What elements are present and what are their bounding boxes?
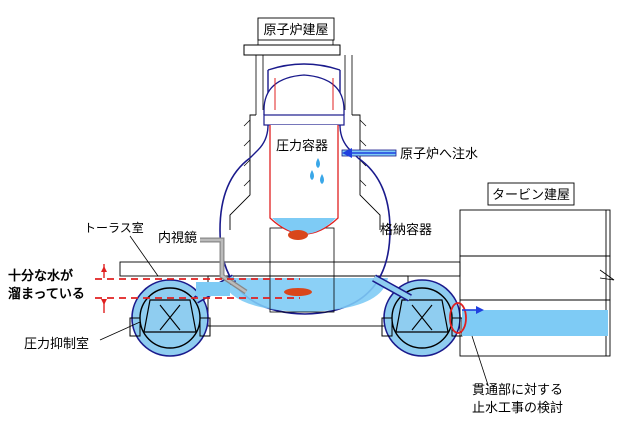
pressure-vessel xyxy=(263,74,345,296)
label-turbine-building-box: タービン建屋 xyxy=(487,182,575,206)
label-containment-vessel: 格納容器 xyxy=(380,222,432,238)
label-water-level-line1: 十分な水が xyxy=(8,268,73,284)
label-torus-room: トーラス室 xyxy=(84,220,144,235)
label-penetration-line2: 止水工事の検討 xyxy=(472,400,563,416)
label-penetration-line1: 貫通部に対する xyxy=(472,383,563,398)
borescope-tube xyxy=(200,237,248,295)
label-reactor-building: 原子炉建屋 xyxy=(263,23,328,38)
label-turbine-building: タービン建屋 xyxy=(492,188,570,203)
level-arrows xyxy=(101,264,107,313)
water-drop-icon xyxy=(310,158,324,184)
flow-arrow-icon xyxy=(476,306,484,314)
leader-lines xyxy=(99,235,489,386)
water-injection-arrow xyxy=(341,148,397,158)
water-level-lines xyxy=(95,278,300,299)
label-water-level-line2: 溜まっている xyxy=(8,286,85,302)
label-reactor-building-box: 原子炉建屋 xyxy=(257,17,335,41)
label-pressure-vessel: 圧力容器 xyxy=(276,138,328,154)
label-borescope: 内視鏡 xyxy=(158,230,197,246)
torus-room-water xyxy=(196,282,230,296)
turbine-building xyxy=(459,209,615,357)
suppression-chamber-left xyxy=(129,279,211,357)
label-suppression-chamber: 圧力抑制室 xyxy=(24,336,89,352)
penetration-marker xyxy=(449,302,484,334)
reactor-building xyxy=(119,18,461,327)
label-water-injection: 原子炉へ注水 xyxy=(400,147,478,162)
